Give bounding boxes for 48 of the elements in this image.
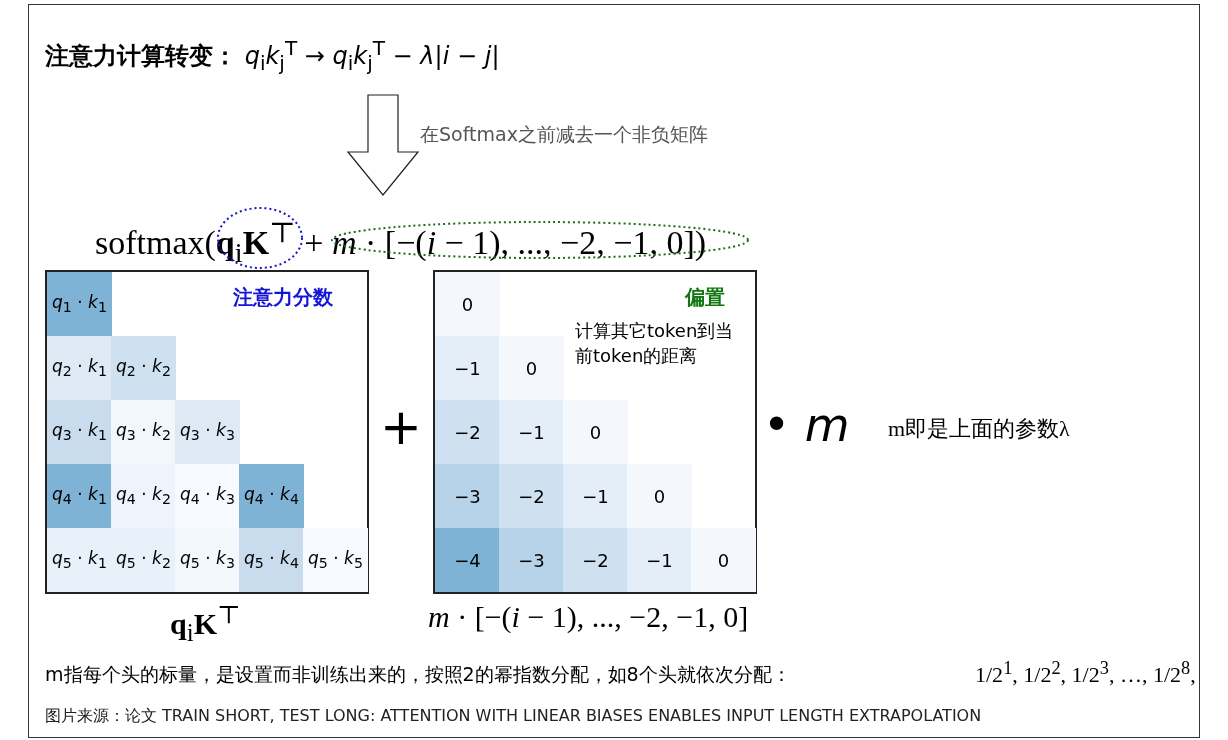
matrix-cell: q$_{4}$ · k$_{3}$ (175, 464, 240, 528)
matrix-cell: q$_{3}$ · k$_{1}$ (47, 400, 112, 464)
matrix-cell: −1 (627, 528, 692, 592)
dotted-ellipse (331, 221, 749, 259)
matrix-cell: q$_{2}$ · k$_{2}$ (111, 336, 176, 400)
title: 注意力计算转变： q$_{i}$k$_{j}$$^{T}$ → q$_{i}$k$_{j}$$^{T}$ − λ|i − j| (45, 36, 500, 75)
multiplication-term: • m (763, 398, 850, 452)
matrix-cell: q$_{4}$ · k$_{1}$ (47, 464, 112, 528)
matrix-cell: q$_{1}$ · k$_{1}$ (47, 272, 112, 336)
matrix-cell: 0 (563, 400, 628, 464)
matrix-cell: −3 (435, 464, 500, 528)
matrix-cell: −1 (435, 336, 500, 400)
matrix-title: 注意力分数 (233, 284, 333, 311)
matrix-cell: −2 (435, 400, 500, 464)
matrix-cell: 0 (691, 528, 756, 592)
matrix-cell: 0 (499, 336, 564, 400)
matrix-cell: −1 (499, 400, 564, 464)
matrix-cell: q$_{5}$ · k$_{3}$ (175, 528, 240, 592)
matrix-cell: q$_{5}$ · k$_{1}$ (47, 528, 112, 592)
dotted-ellipse (217, 207, 303, 269)
matrix-cell: −2 (499, 464, 564, 528)
matrix-cell: q$_{3}$ · k$_{2}$ (111, 400, 176, 464)
matrix-cell: −4 (435, 528, 500, 592)
annotation-text: 在Softmax之前减去一个非负矩阵 (420, 122, 708, 147)
matrix-cell: −3 (499, 528, 564, 592)
matrix-cell: q$_{5}$ · k$_{2}$ (111, 528, 176, 592)
matrix-cell: q$_{5}$ · k$_{5}$ (303, 528, 368, 592)
matrix-caption: q$_{i}$K$^{⊤}$ (170, 600, 241, 647)
matrix-cell: −1 (563, 464, 628, 528)
matrix-cell: q$_{2}$ · k$_{1}$ (47, 336, 112, 400)
matrix-cell: q$_{5}$ · k$_{4}$ (239, 528, 304, 592)
matrix-caption: m · [−(i − 1), ..., −2, −1, 0] (428, 600, 749, 634)
matrix-title: 偏置 (685, 284, 725, 311)
caption: 图片来源：论文 TRAIN SHORT, TEST LONG: ATTENTION WITH LINEAR BIASES ENABLES INPUT LENGTH EXTRAPOLATION (45, 706, 982, 727)
note-text: m指每个头的标量，是设置而非训练出来的，按照2的幂指数分配，如8个头就依次分配： (45, 662, 791, 687)
matrix-cell: q$_{4}$ · k$_{2}$ (111, 464, 176, 528)
matrix-panel (433, 270, 757, 594)
matrix-cell: 0 (435, 272, 500, 336)
annotation-text: 计算其它token到当前token的距离 (575, 319, 735, 368)
formula: softmax(q$_{i}$K$^{⊤}$ + m · [−(i − 1), ..., −2, −1, 0]) (95, 216, 707, 270)
matrix-cell: q$_{4}$ · k$_{4}$ (239, 464, 304, 528)
matrix-cell: −2 (563, 528, 628, 592)
matrix-cell: q$_{3}$ · k$_{3}$ (175, 400, 240, 464)
fraction-list: 1/2$^{1}$, 1/2$^{2}$, 1/2$^{3}$, …, 1/2$^{8}$, (975, 658, 1196, 689)
matrix-cell: 0 (627, 464, 692, 528)
annotation-text: m即是上面的参数λ (888, 415, 1070, 443)
matrix-panel (45, 270, 369, 594)
plus-sign: + (380, 398, 422, 456)
